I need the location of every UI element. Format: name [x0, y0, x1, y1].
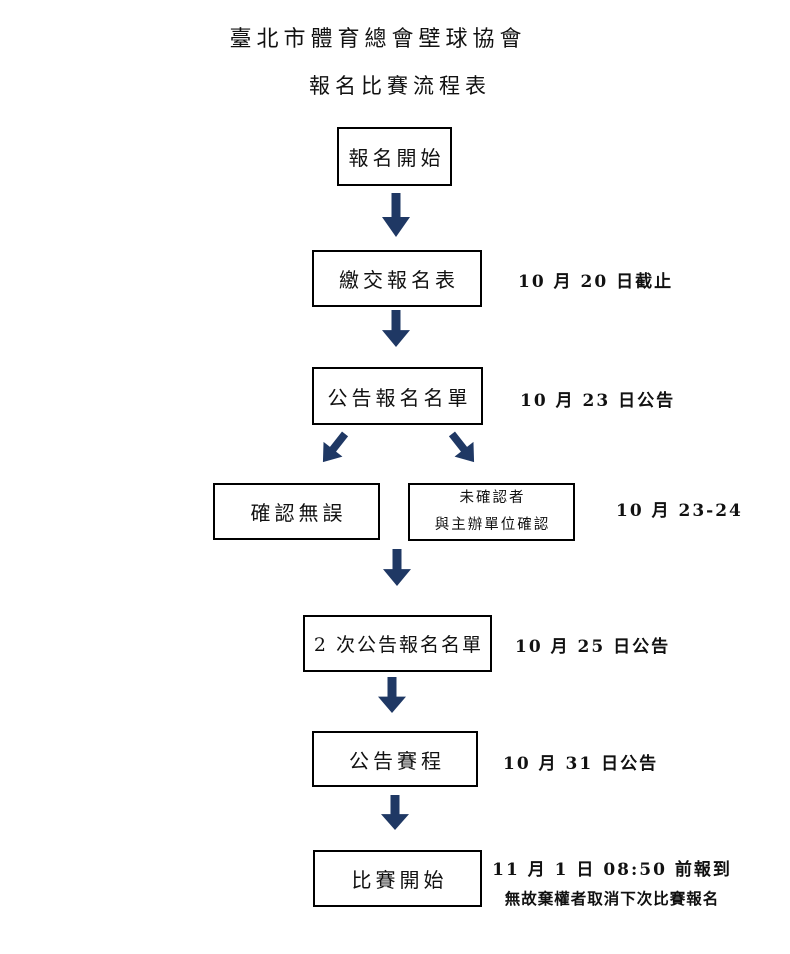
flow-box-label: 確認無誤 — [250, 501, 347, 525]
flow-box-label: 繳交報名表 — [339, 268, 459, 292]
flow-box-label: 比賽開始 — [351, 868, 448, 892]
flow-box-announce-schedule: 公告賽程 — [312, 731, 478, 787]
flow-box-label: 公告報名名單 — [327, 385, 472, 410]
note-match-start: 11 月 1 日 08:50 前報到 無故棄權者取消下次比賽報名 — [488, 855, 736, 909]
note-schedule-date: 10 月 31 日公告 — [503, 754, 659, 774]
flow-box-submit-form: 繳交報名表 — [312, 250, 482, 307]
page-title: 臺北市體育總會壁球協會 — [229, 27, 527, 52]
note-second-announce-date: 10 月 25 日公告 — [515, 637, 671, 657]
flow-box-unconfirmed-contact-organizer: 未確認者 與主辦單位確認 — [408, 483, 575, 541]
down-arrow-icon — [381, 795, 409, 830]
down-arrow-icon — [382, 193, 410, 237]
down-right-arrow-icon — [442, 426, 483, 469]
flow-box-label: 2 次公告報名名單 — [313, 634, 484, 656]
flow-box-confirmed-ok: 確認無誤 — [213, 483, 380, 540]
flow-box-registration-start: 報名開始 — [337, 127, 452, 186]
note-submit-deadline: 10 月 20 日截止 — [518, 272, 674, 292]
flow-box-label: 報名開始 — [348, 146, 445, 170]
flow-box-label-line1: 未確認者 — [459, 490, 526, 507]
flow-box-label-line2: 與主辦單位確認 — [434, 517, 551, 533]
flow-box-announce-list: 公告報名名單 — [312, 367, 483, 425]
down-arrow-icon — [383, 549, 411, 586]
down-arrow-icon — [378, 677, 406, 713]
note-checkin-time: 11 月 1 日 08:50 前報到 — [492, 860, 732, 880]
note-announce-date: 10 月 23 日公告 — [520, 391, 676, 411]
down-left-arrow-icon — [313, 426, 354, 469]
down-arrow-icon — [382, 310, 410, 347]
flow-box-second-announcement: 2 次公告報名名單 — [303, 615, 492, 672]
flow-box-label: 公告賽程 — [349, 748, 445, 773]
note-confirm-dates: 10 月 23-24 — [616, 501, 743, 521]
note-forfeit-penalty: 無故棄權者取消下次比賽報名 — [504, 889, 720, 908]
page-subtitle: 報名比賽流程表 — [309, 74, 491, 98]
flow-box-match-start: 比賽開始 — [313, 850, 482, 907]
